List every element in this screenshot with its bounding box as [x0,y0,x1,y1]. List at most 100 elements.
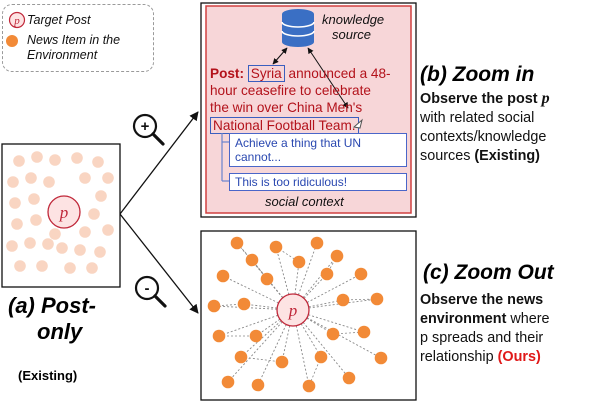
reply-1-line2: cannot... [235,150,282,164]
news-item-node [357,325,371,339]
panel-c-desc-line2-rest: where [510,311,550,327]
faded-news-node [31,151,43,163]
panel-c-heading: (c) Zoom Out [423,261,554,284]
zoom-in-symbol: + [141,118,150,135]
news-item-node [221,375,235,389]
news-item-node [330,249,344,263]
zoom-out-arrow [119,213,199,314]
panel-a-target-post: p [47,195,81,229]
faded-news-node [64,262,76,274]
network-edge [240,356,283,363]
faded-news-node [6,240,18,252]
news-item-node [249,329,263,343]
social-context-label: social context [265,194,344,209]
faded-news-node [86,262,98,274]
zoom-out-magnifier-icon: - [134,275,167,308]
post-entity-syria: Syria [247,65,285,82]
news-item-node [374,351,388,365]
faded-news-node [49,228,61,240]
faded-news-node [49,154,61,166]
panel-c-desc-tag: (Ours) [497,349,541,365]
legend-p-symbol: p [13,15,20,27]
knowledge-source-label: knowledge source [322,12,384,42]
network-edge [236,242,294,311]
news-item-node [302,379,316,393]
db-to-syria-arrow [272,47,288,65]
news-item-node [320,267,334,281]
zoom-in-arrow [119,111,199,215]
faded-news-node [25,172,37,184]
legend-news-item-label: News Item in the Environment [27,33,121,62]
faded-news-node [14,260,26,272]
panel-a-tag: (Existing) [18,368,78,383]
news-item-node [314,350,328,364]
post-text-3: the win over China Men's [210,100,363,115]
news-item-node [237,297,251,311]
panel-b-desc-line2: with related social [420,110,535,126]
faded-news-node [79,172,91,184]
post-entity-team: National Football Team. [210,117,359,134]
faded-news-node [92,156,104,168]
news-item-node [216,269,230,283]
knowledge-source-line2: source [332,27,372,42]
faded-news-node [9,197,21,209]
faded-news-node [28,193,40,205]
news-item-node [207,299,221,313]
faded-news-node [13,155,25,167]
news-item-node [336,293,350,307]
panel-c-nodes [207,236,388,393]
faded-news-node [102,172,114,184]
news-item-node [230,236,244,250]
zoom-out-symbol: - [145,280,150,297]
panel-c-desc-line3: p spreads and their [420,330,544,346]
panel-a-title-line1: (a) Post- [8,293,96,318]
faded-news-node [36,260,48,272]
faded-news-node [94,246,106,258]
post-text-2: hour ceasefire to celebrate [210,83,371,98]
panel-a-faded-nodes [6,151,114,274]
post-label: Post: [210,66,244,81]
panel-c-desc-line4: relationship [420,349,494,365]
network-edge [292,309,350,379]
reply-2: This is too ridiculous! [229,173,407,191]
legend-news-item-icon [6,35,18,47]
faded-news-node [102,224,114,236]
panel-b-desc-line1: Observe the post [420,91,538,107]
faded-news-node [30,214,42,226]
panel-c-p-symbol: p [288,301,298,320]
network-edge [266,278,294,311]
panel-c-desc-line1: Observe the news [420,292,544,308]
panel-a-title-line2: only [37,319,83,344]
news-item-node [269,240,283,254]
news-item-node [354,267,368,281]
news-item-node [342,371,356,385]
faded-news-node [88,208,100,220]
network-edge [255,309,294,337]
news-item-node [326,327,340,341]
news-item-node [245,253,259,267]
news-item-node [310,236,324,250]
post-content: Post: Syria announced a 48- hour ceasefi… [210,65,410,134]
database-icon [281,9,315,47]
faded-news-node [79,226,91,238]
reply-1-line1: Achieve a thing that UN [235,136,362,150]
faded-news-node [95,190,107,202]
panel-b-description: Observe the post p with related social c… [420,89,590,166]
zoom-in-magnifier-icon: + [132,113,165,146]
panel-a-p-symbol: p [59,203,69,222]
news-item-node [251,378,265,392]
news-item-node [370,292,384,306]
faded-news-node [24,237,36,249]
panel-b-desc-line4: sources [420,148,471,164]
panel-b-desc-p: p [541,90,550,107]
panel-c-target-post: p [276,293,310,327]
db-to-team-arrow [307,47,349,109]
news-item-node [275,355,289,369]
faded-news-node [43,176,55,188]
news-item-node [292,255,306,269]
post-text-1: announced a 48- [288,66,391,81]
legend-target-post-icon: p [8,11,26,29]
news-item-node [260,272,274,286]
panel-b-desc-line3: contexts/knowledge [420,129,547,145]
panel-b-desc-tag: (Existing) [474,148,540,164]
